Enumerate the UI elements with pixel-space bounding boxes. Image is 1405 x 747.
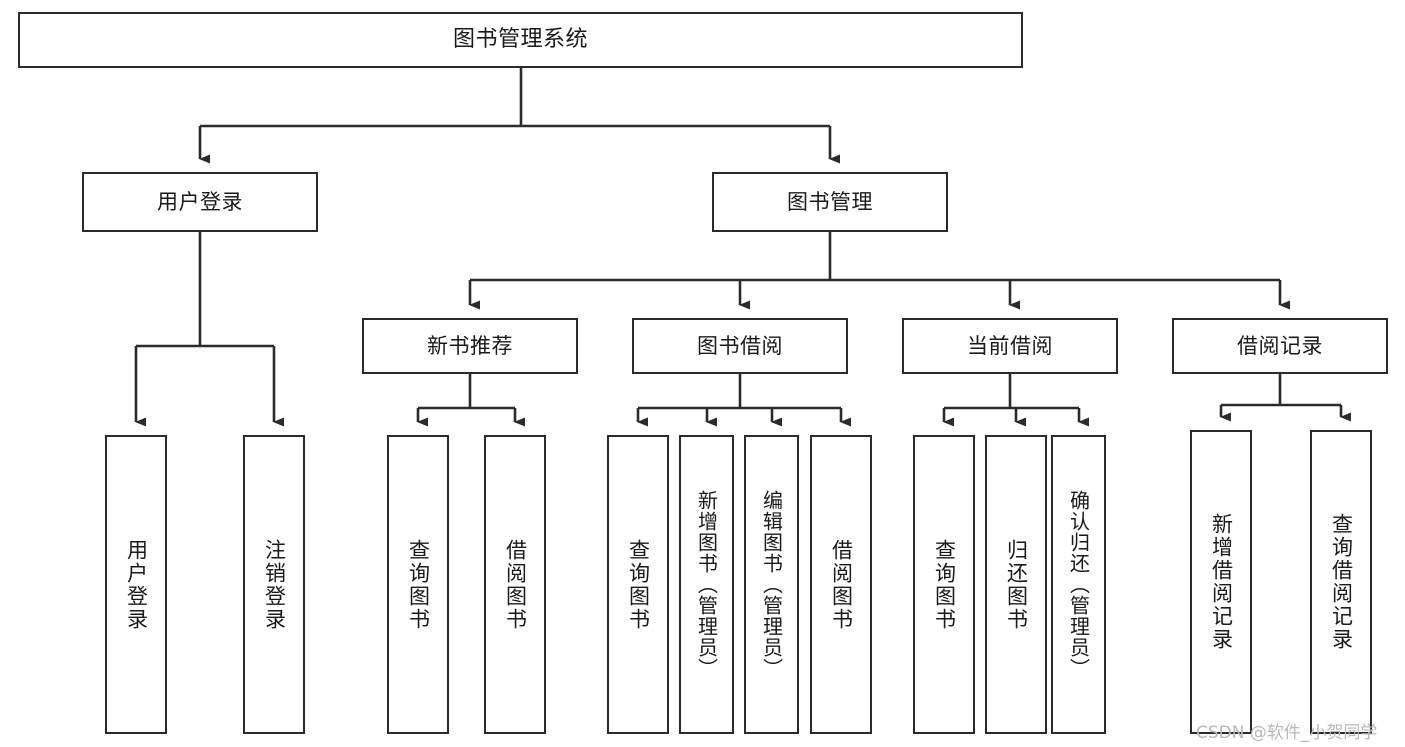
node-label: 图书借阅 (697, 333, 783, 358)
node-leaf-rec-borrow[interactable]: 借阅图书 (484, 435, 546, 734)
node-label: 用户登录 (124, 538, 149, 631)
node-label: 借阅记录 (1237, 333, 1323, 358)
node-leaf-cur-query[interactable]: 查询图书 (913, 435, 975, 734)
node-leaf-user-login[interactable]: 用户登录 (105, 435, 167, 734)
node-leaf-cur-return[interactable]: 归还图书 (985, 435, 1047, 734)
node-leaf-cur-confirm[interactable]: 确认归还（管理员） (1051, 435, 1106, 734)
node-leaf-brw-edit[interactable]: 编辑图书（管理员） (744, 435, 799, 734)
node-leaf-brw-add[interactable]: 新增图书（管理员） (679, 435, 734, 734)
node-label: 借阅图书 (829, 538, 854, 631)
node-current-borrow[interactable]: 当前借阅 (902, 318, 1118, 374)
node-leaf-rec-query2[interactable]: 查询借阅记录 (1310, 430, 1372, 734)
node-label: 查询图书 (626, 538, 651, 631)
node-label: 图书管理 (787, 189, 873, 214)
node-label: 确认归还（管理员） (1066, 490, 1091, 679)
node-new-book-rec[interactable]: 新书推荐 (362, 318, 578, 374)
node-borrow-record[interactable]: 借阅记录 (1172, 318, 1388, 374)
node-label: 当前借阅 (967, 333, 1053, 358)
node-leaf-user-logout[interactable]: 注销登录 (243, 435, 305, 734)
node-book-mgmt[interactable]: 图书管理 (712, 172, 948, 232)
node-user-login[interactable]: 用户登录 (82, 172, 318, 232)
node-leaf-rec-query[interactable]: 查询图书 (387, 435, 449, 734)
node-label: 查询图书 (932, 538, 957, 631)
node-root[interactable]: 图书管理系统 (18, 12, 1023, 68)
node-leaf-brw-lend[interactable]: 借阅图书 (810, 435, 872, 734)
node-book-borrow[interactable]: 图书借阅 (632, 318, 848, 374)
node-leaf-brw-query[interactable]: 查询图书 (607, 435, 669, 734)
node-label: 用户登录 (157, 189, 243, 214)
node-label: 编辑图书（管理员） (759, 490, 784, 679)
node-label: 注销登录 (262, 538, 287, 631)
node-leaf-rec-add[interactable]: 新增借阅记录 (1190, 430, 1252, 734)
node-label: 查询借阅记录 (1329, 513, 1354, 651)
node-label: 新书推荐 (427, 333, 513, 358)
node-label: 新增借阅记录 (1209, 513, 1234, 651)
node-label: 归还图书 (1004, 538, 1029, 631)
node-label: 图书管理系统 (452, 27, 588, 53)
node-label: 查询图书 (406, 538, 431, 631)
node-label: 新增图书（管理员） (694, 490, 719, 679)
node-label: 借阅图书 (503, 538, 528, 631)
csdn-watermark: CSDN @软件_小贺同学 (1196, 723, 1378, 743)
